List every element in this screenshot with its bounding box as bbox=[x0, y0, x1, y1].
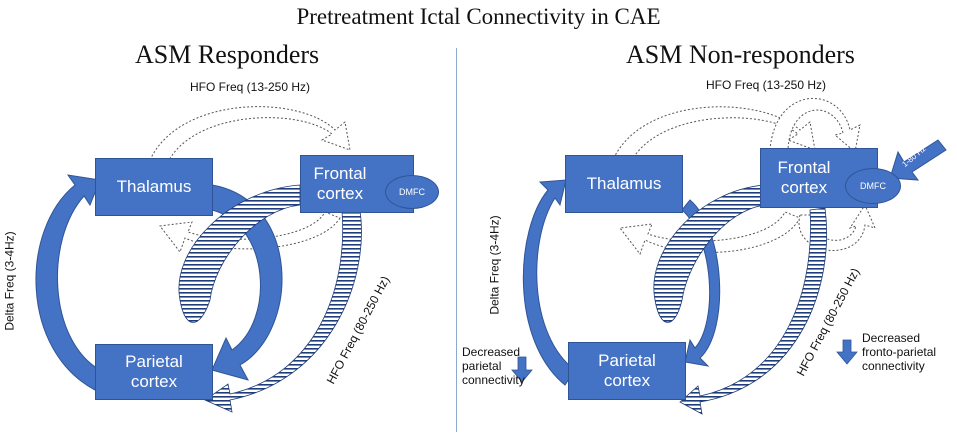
left-parietal-label-1: Parietal bbox=[125, 351, 183, 371]
left-hfo-top-arrow bbox=[149, 106, 351, 163]
right-input-arrow bbox=[889, 139, 947, 181]
right-dmfc-node: DMFC bbox=[845, 168, 901, 204]
panel-divider bbox=[456, 48, 457, 432]
right-note-parietal-line-2: parietal bbox=[462, 358, 502, 373]
left-thal-parietal-arrow bbox=[211, 184, 283, 381]
left-delta-arrow bbox=[35, 174, 101, 391]
right-parietal-label-1: Parietal bbox=[598, 350, 656, 370]
left-hfo-top-label: HFO Freq (13-250 Hz) bbox=[190, 80, 311, 94]
right-thalamus-node: Thalamus bbox=[565, 155, 683, 213]
left-thalamus-label: Thalamus bbox=[116, 176, 192, 196]
right-hfo-top-label: HFO Freq (13-250 Hz) bbox=[706, 78, 827, 92]
right-decrease-arrow-parietal bbox=[511, 356, 533, 383]
right-frontal-label-1: Frontal bbox=[777, 157, 831, 177]
left-parietal-label-2: cortex bbox=[130, 372, 178, 391]
right-hfo-hatched-loop bbox=[653, 184, 766, 323]
right-hfo-return-arrow bbox=[619, 211, 801, 256]
right-panel-heading: ASM Non-responders bbox=[626, 40, 855, 69]
right-delta-label: Delta Freq (3-4Hz) bbox=[487, 215, 502, 315]
left-thalamus-node: Thalamus bbox=[95, 158, 213, 216]
right-dmfc-label: DMFC bbox=[860, 181, 886, 191]
right-hfo-top-arrow-2 bbox=[769, 98, 861, 153]
right-hfo-hatched-arrow bbox=[679, 207, 828, 415]
figure-title: Pretreatment Ictal Connectivity in CAE bbox=[296, 4, 661, 29]
right-hfo-top-arrow-1 bbox=[611, 106, 816, 165]
right-frontal-label-2: cortex bbox=[780, 178, 828, 197]
left-dmfc-label: DMFC bbox=[399, 187, 425, 197]
right-note-fronto-line-1: Decreased bbox=[862, 331, 921, 345]
left-frontal-label-2: cortex bbox=[316, 184, 364, 203]
right-note-fronto: Decreased fronto-parietal connectivity bbox=[862, 331, 937, 373]
left-delta-label: Delta Freq (3-4Hz) bbox=[2, 231, 17, 331]
left-dmfc-node: DMFC bbox=[385, 175, 439, 209]
right-parietal-label-2: cortex bbox=[603, 371, 651, 390]
left-frontal-label-1: Frontal bbox=[313, 163, 367, 183]
right-note-parietal-line-1: Decreased bbox=[462, 345, 521, 359]
right-note-fronto-line-2: fronto-parietal bbox=[862, 344, 937, 359]
right-thalamus-label: Thalamus bbox=[586, 173, 662, 193]
right-note-fronto-line-3: connectivity bbox=[862, 358, 925, 373]
right-note-parietal: Decreased parietal connectivity bbox=[462, 345, 525, 387]
left-panel-heading: ASM Responders bbox=[135, 40, 320, 69]
left-hfo-hatched-arrow bbox=[204, 209, 362, 413]
left-hfo-hatched-loop bbox=[178, 184, 301, 323]
right-decrease-arrow-fronto bbox=[836, 339, 858, 365]
right-note-parietal-line-3: connectivity bbox=[462, 372, 525, 387]
